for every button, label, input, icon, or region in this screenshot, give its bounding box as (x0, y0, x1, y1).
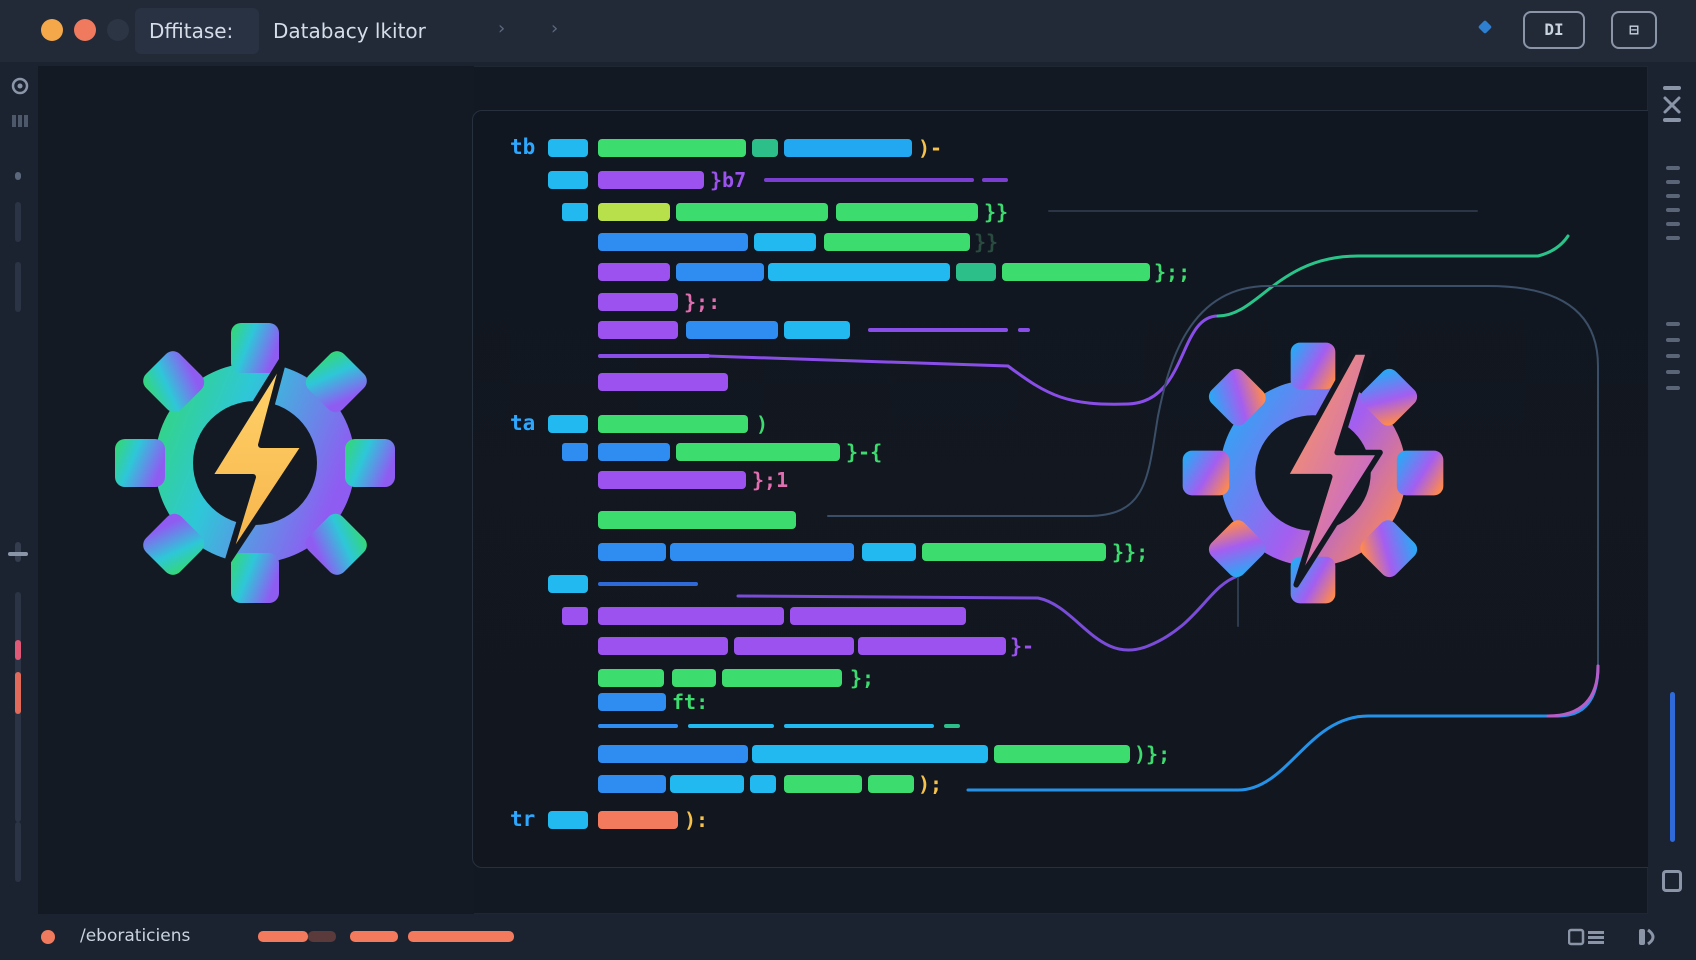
status-path[interactable]: /eboraticiens (80, 926, 191, 946)
minimap-scroll-thumb[interactable] (1670, 692, 1675, 842)
layout-icon[interactable] (1568, 928, 1606, 946)
progress-segment (350, 931, 398, 942)
rail-marker (15, 262, 21, 312)
gear-bolt-icon-right (1182, 342, 1444, 604)
minimap[interactable] (1648, 62, 1696, 914)
title-bar: Dffitase: Databacy lkitor › › DI ⊟ (0, 0, 1696, 62)
gear-bolt-icon-left (115, 323, 395, 603)
minimap-tick (1666, 180, 1680, 184)
code-token: };1 (752, 468, 789, 492)
window-close-button[interactable] (74, 19, 96, 41)
code-token: }}; (1112, 540, 1149, 564)
code-token: }b7 (710, 168, 747, 192)
activity-bar (0, 62, 38, 914)
code-token: };; (1154, 260, 1191, 284)
tab-label: Dffitase: (149, 19, 234, 43)
status-bar: /eboraticiens (0, 914, 1696, 960)
code-token: }-{ (846, 440, 883, 464)
code-token: ) (756, 412, 769, 436)
minimap-tick (1666, 354, 1680, 358)
minimap-tick (1666, 236, 1680, 240)
code-token: )- (918, 136, 943, 160)
code-token: }} (984, 200, 1009, 224)
window-dot-inactive[interactable] (107, 19, 129, 41)
code-token: ): (684, 808, 709, 832)
rail-marker (15, 822, 21, 882)
code-token: }- (1010, 634, 1035, 658)
minimap-toggle-icon[interactable] (1662, 870, 1682, 892)
chevron-right-icon[interactable]: › (551, 18, 559, 39)
split-view-label: DI (1544, 20, 1564, 39)
minimap-tick (1666, 194, 1680, 198)
close-icon[interactable] (1661, 86, 1683, 126)
minimap-tick (1666, 338, 1680, 342)
tab-label: Databacy lkitor (273, 19, 426, 43)
minimap-tick (1666, 370, 1680, 374)
line-marker: tb (510, 135, 536, 159)
progress-segment (408, 931, 514, 942)
progress-segment (258, 931, 308, 942)
chevron-right-icon[interactable]: › (498, 18, 506, 39)
line-marker: tr (510, 807, 536, 831)
terminal-toggle-icon[interactable] (1638, 927, 1660, 947)
rail-divider (8, 552, 28, 556)
status-indicator-icon (1477, 19, 1493, 35)
minimap-tick (1666, 166, 1680, 170)
code-token: }} (974, 230, 999, 254)
status-dot-icon (41, 930, 55, 944)
panel-toggle-label: ⊟ (1629, 20, 1639, 39)
preview-pane (38, 66, 474, 914)
progress-segment (308, 931, 336, 942)
code-token: };: (684, 290, 721, 314)
code-token: ); (918, 772, 943, 796)
minimap-tick (1666, 386, 1680, 390)
columns-icon[interactable] (11, 114, 29, 128)
scroll-marker-warning (15, 672, 21, 714)
code-token: }; (850, 666, 875, 690)
minimap-tick (1666, 208, 1680, 212)
tab-diffitase[interactable]: Dffitase: (135, 8, 259, 54)
minimap-tick (1666, 222, 1680, 226)
line-marker: ta (510, 411, 536, 435)
rail-marker (15, 202, 21, 242)
rail-marker (15, 172, 21, 180)
code-token: )}; (1134, 742, 1171, 766)
code-token: ft: (672, 690, 709, 714)
settings-icon[interactable] (10, 76, 30, 96)
split-view-button[interactable]: DI (1523, 11, 1585, 49)
minimap-tick (1666, 322, 1680, 326)
editor-area: tb )- }b7 }} }} (38, 66, 1694, 914)
window-minimize-button[interactable] (41, 19, 63, 41)
panel-toggle-button[interactable]: ⊟ (1611, 11, 1657, 49)
scroll-marker-error (15, 640, 21, 660)
tab-database-editor[interactable]: Databacy lkitor (259, 8, 449, 54)
